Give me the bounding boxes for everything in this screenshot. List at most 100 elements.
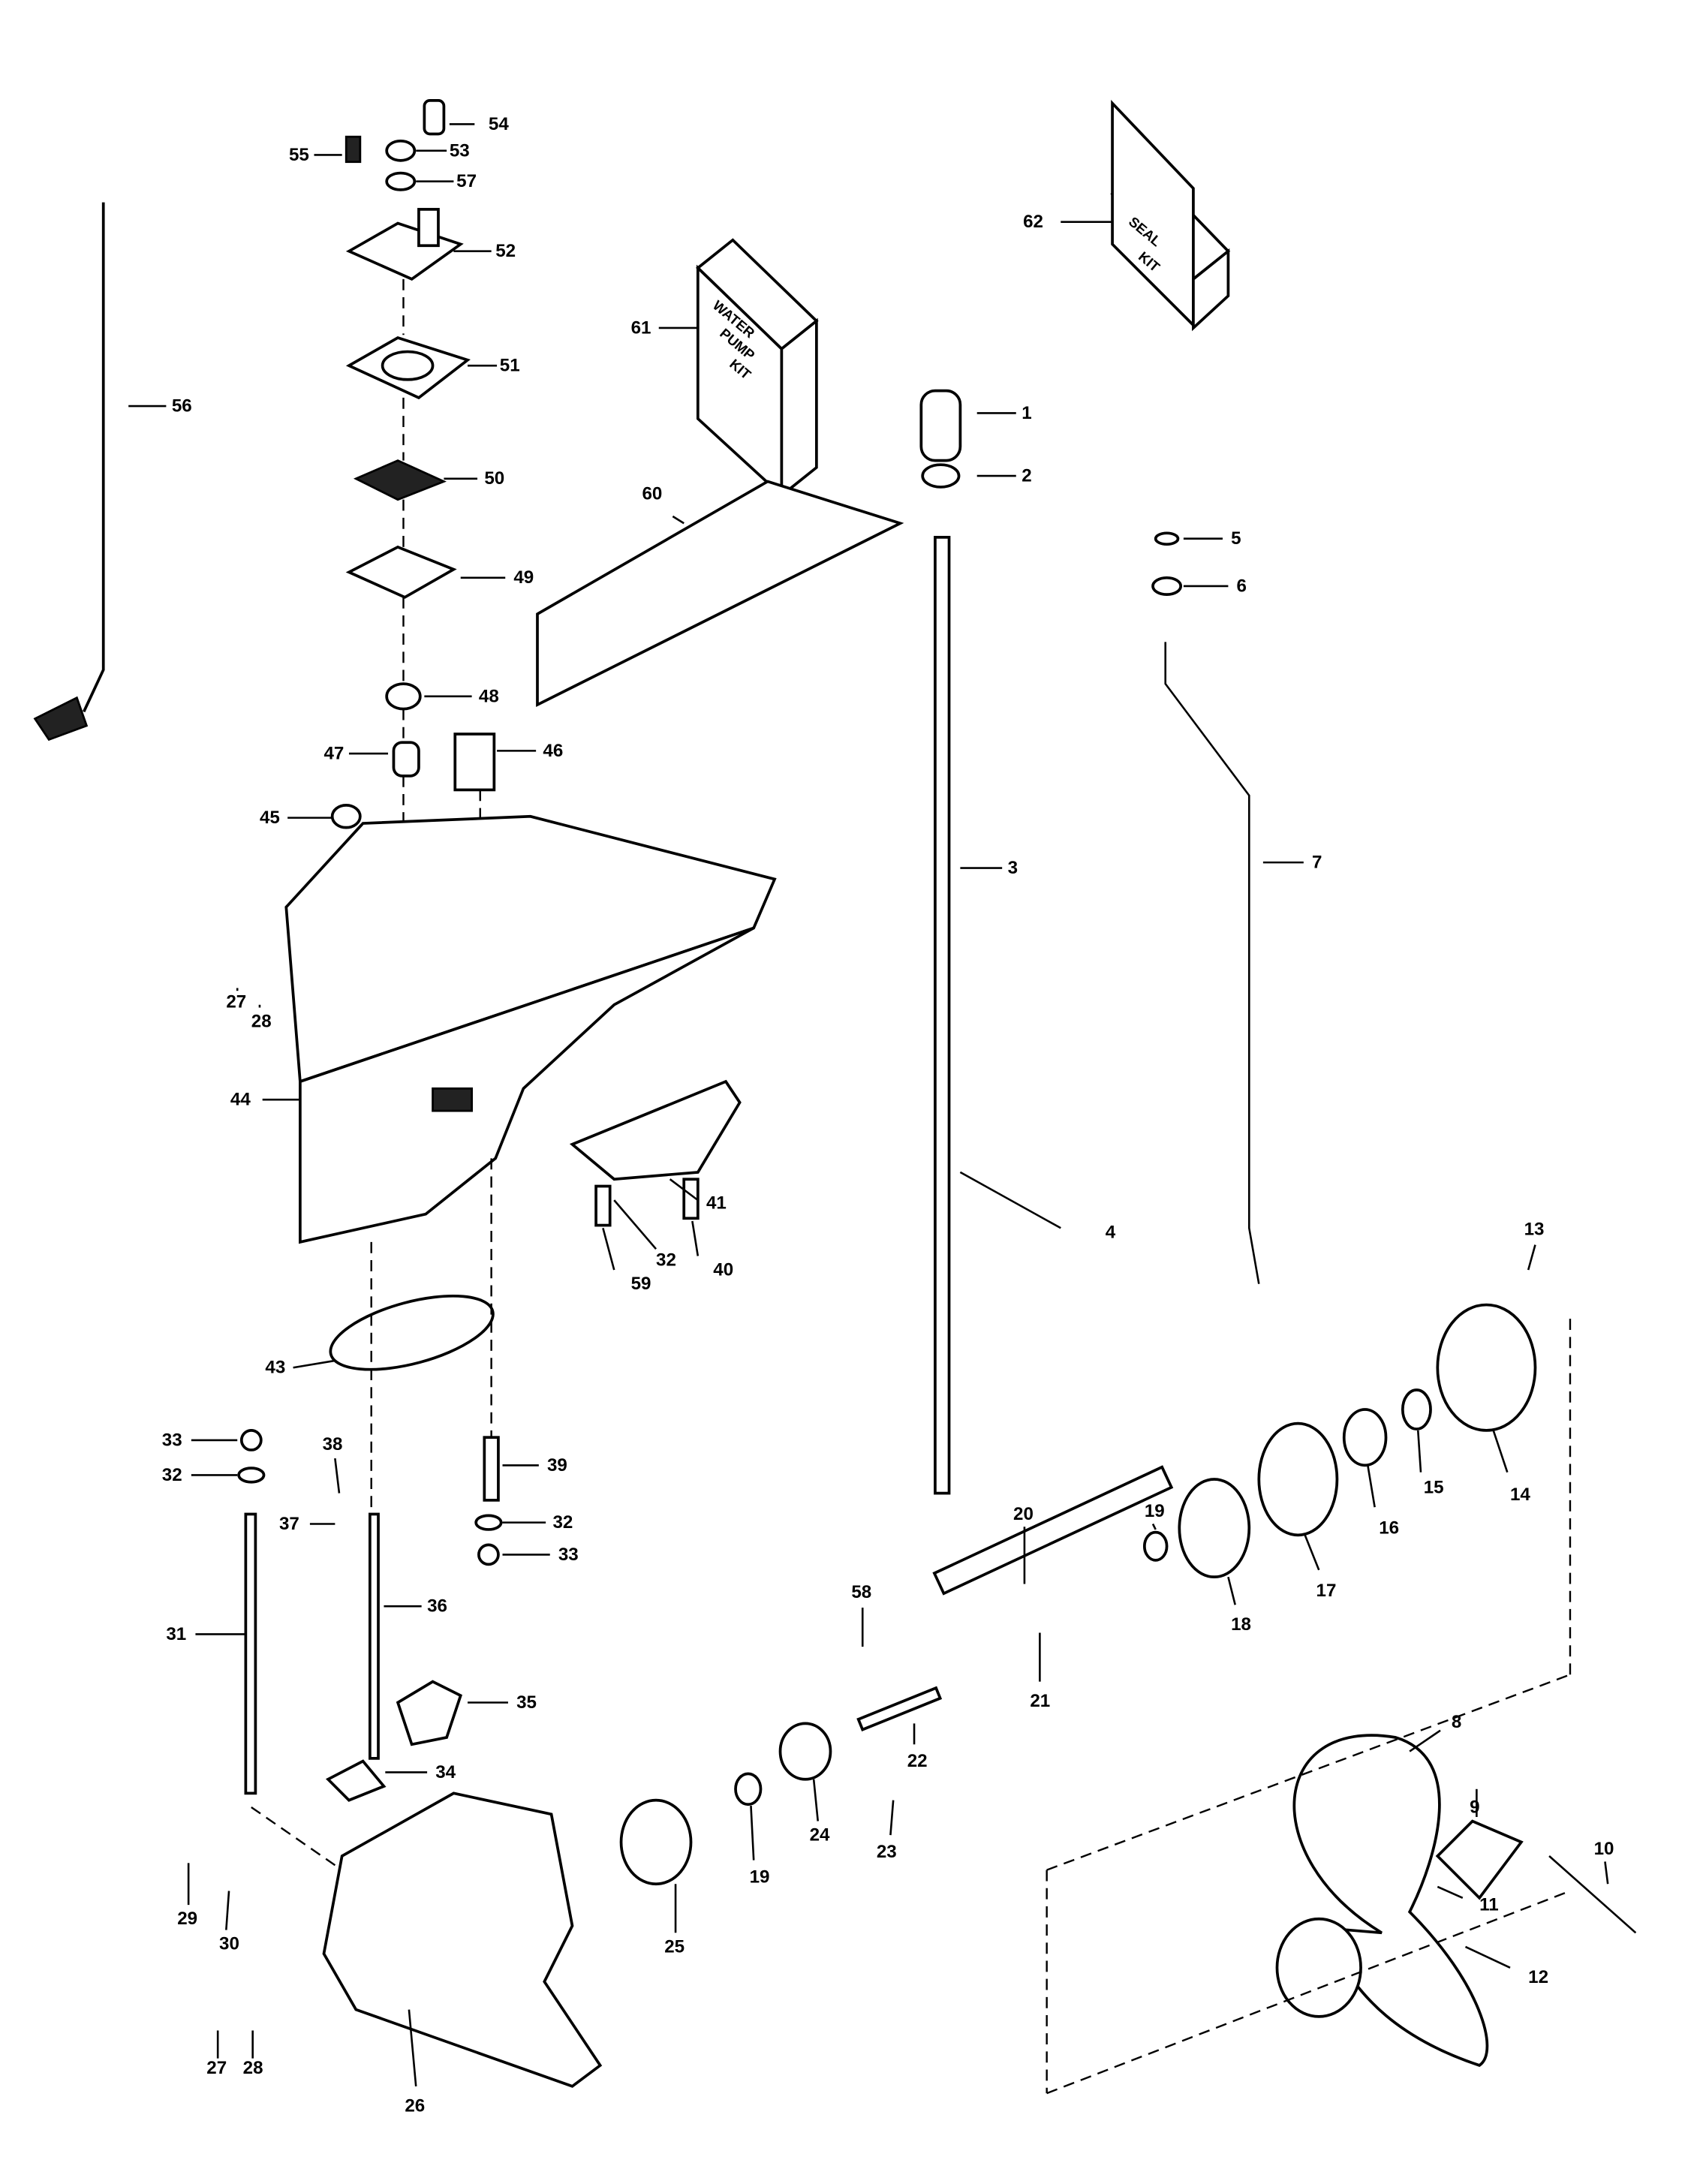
callout-number: 34: [435, 1762, 456, 1782]
callout-number: 27: [226, 992, 246, 1012]
part-gasket: [329, 1294, 495, 1371]
callout-number: 9: [1470, 1797, 1479, 1817]
callout-number: 2: [1022, 466, 1031, 486]
callout-number: 36: [427, 1596, 447, 1617]
callout-number: 41: [706, 1193, 727, 1213]
callout-number: 7: [1312, 853, 1322, 873]
leader-line: [889, 1800, 895, 1836]
leader-line: [1367, 1465, 1376, 1508]
callout-number: 50: [484, 468, 504, 489]
leader-line: [669, 1178, 699, 1202]
part-driveshaft-housing: [284, 814, 777, 1244]
leader-line: [1409, 1729, 1441, 1752]
callout-number: 57: [456, 171, 477, 191]
leader-line: [1527, 1244, 1536, 1271]
callout-number: 11: [1479, 1895, 1499, 1915]
callout-number: 13: [1524, 1220, 1545, 1240]
callout-number: 39: [547, 1455, 567, 1476]
callout-number: 20: [1013, 1504, 1034, 1524]
leader-line: [1492, 1430, 1509, 1473]
leader-line: [1604, 1861, 1609, 1885]
callout-number: 49: [513, 567, 534, 588]
leader-line: [691, 1220, 700, 1256]
leader-line: [408, 2009, 417, 2086]
callout-number: 44: [230, 1090, 251, 1110]
water-pump-kit-box: WATER PUMP KIT: [696, 238, 819, 499]
leader-line: [1464, 1945, 1511, 1969]
callout-number: 55: [289, 145, 309, 165]
leader-line: [1304, 1534, 1320, 1571]
part-gearcase: [322, 1791, 603, 2088]
callout-number: 61: [631, 317, 651, 338]
callout-number: 4: [1106, 1222, 1116, 1242]
callout-number: 52: [495, 241, 516, 261]
leader-line: [959, 1171, 1061, 1229]
callout-number: 35: [516, 1692, 537, 1713]
callout-number: 28: [251, 1012, 272, 1032]
callout-number: 3: [1008, 858, 1018, 878]
callout-number: 23: [877, 1842, 897, 1862]
callout-number: 10: [1594, 1839, 1614, 1859]
callout-number: 51: [500, 356, 520, 376]
leader-line: [602, 1227, 615, 1271]
seal-kit-box: SEAL KIT: [1110, 99, 1231, 332]
callout-number: 19: [750, 1867, 770, 1887]
callout-number: 58: [851, 1582, 871, 1602]
callout-number: 43: [265, 1358, 285, 1378]
callout-number: 6: [1237, 576, 1247, 596]
callout-number: 48: [479, 686, 499, 706]
callout-number: 18: [1231, 1614, 1251, 1635]
part-shift-rod: [33, 202, 105, 742]
callout-number: 56: [172, 396, 192, 417]
leader-line: [225, 1891, 230, 1930]
leader-line: [613, 1199, 657, 1250]
callout-number: 31: [166, 1624, 186, 1644]
leader-line: [812, 1779, 820, 1822]
callout-number: 47: [323, 744, 344, 764]
callout-number: 60: [642, 484, 662, 504]
callout-number: 32: [656, 1250, 676, 1270]
callout-number: 62: [1023, 212, 1043, 232]
callout-number: 19: [1145, 1501, 1165, 1521]
leader-line: [293, 1359, 335, 1369]
callout-number: 46: [543, 741, 563, 761]
callout-number: 59: [631, 1274, 651, 1294]
callout-number: 37: [279, 1514, 299, 1534]
callout-number: 40: [713, 1260, 733, 1280]
callout-number: 24: [810, 1825, 830, 1846]
callout-number: 1: [1022, 403, 1031, 423]
callout-number: 21: [1030, 1691, 1050, 1711]
callout-number: 26: [405, 2095, 425, 2116]
callout-number: 33: [558, 1545, 579, 1565]
callout-number: 17: [1316, 1581, 1337, 1601]
callout-number: 30: [219, 1934, 239, 1954]
part-drive-shaft: [919, 389, 962, 1495]
callout-number: 32: [552, 1512, 573, 1533]
callout-number: 32: [162, 1465, 182, 1485]
leader-line: [1437, 1885, 1464, 1900]
part-shift-link: [1164, 642, 1260, 1284]
callout-number: 5: [1231, 528, 1241, 549]
leader-line: [672, 515, 685, 525]
callout-number: 28: [243, 2058, 263, 2078]
callout-number: 53: [450, 140, 470, 161]
callout-number: 27: [206, 2058, 227, 2078]
callout-number: 8: [1452, 1712, 1461, 1732]
part-water-pump-stack: [330, 99, 496, 880]
callout-number: 45: [260, 808, 280, 828]
callout-number: 54: [489, 114, 509, 134]
leader-line: [1151, 1523, 1157, 1530]
leader-line: [1227, 1576, 1236, 1605]
callout-number: 22: [907, 1751, 928, 1771]
callout-number: 15: [1424, 1478, 1444, 1498]
leader-line: [334, 1458, 341, 1494]
part-cover: [569, 1079, 742, 1181]
callout-number: 16: [1379, 1518, 1399, 1539]
callout-number: 33: [162, 1430, 182, 1450]
part-plate: [536, 480, 904, 708]
callout-number: 29: [177, 1909, 197, 1929]
leader-line: [1416, 1430, 1422, 1473]
callout-number: 38: [323, 1434, 343, 1454]
